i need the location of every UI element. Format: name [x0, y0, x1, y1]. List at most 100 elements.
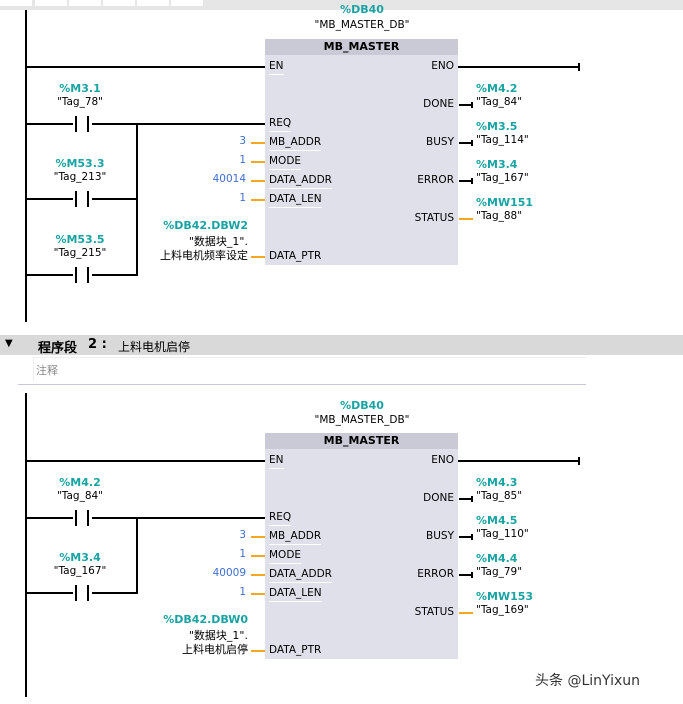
eno-endcap — [578, 63, 580, 71]
data-ptr-address: %DB42.DBW0 — [163, 613, 248, 626]
data-ptr-address: %DB42.DBW2 — [163, 219, 248, 232]
error-tag[interactable]: "Tag_79" — [476, 566, 523, 578]
output-wire — [459, 180, 471, 182]
status-tag[interactable]: "Tag_88" — [476, 210, 523, 222]
const-mb-addr[interactable]: 3 — [239, 135, 246, 147]
busy-address: %M3.5 — [476, 120, 518, 133]
input-wire — [251, 650, 265, 652]
contact-address: %M3.1 — [59, 82, 101, 95]
power-rail — [25, 10, 27, 322]
input-wire — [251, 536, 265, 538]
toolbar-tab[interactable] — [171, 0, 203, 6]
toolbar-tab[interactable] — [35, 0, 67, 6]
output-endcap — [471, 178, 473, 184]
pin-mode: MODE — [269, 155, 302, 170]
req-wire — [25, 517, 73, 519]
block-title: MB_MASTER — [265, 433, 458, 449]
branch-wire — [92, 198, 138, 200]
pin-data-addr: DATA_ADDR — [269, 174, 332, 189]
output-wire — [459, 536, 471, 538]
contact-tag: "Tag_213" — [53, 171, 107, 183]
pin-eno: ENO — [431, 454, 454, 466]
busy-tag[interactable]: "Tag_114" — [476, 134, 529, 146]
pin-data-ptr: DATA_PTR — [269, 644, 322, 656]
const-mode[interactable]: 1 — [239, 154, 246, 166]
instance-db-address: %DB40 — [340, 3, 384, 16]
done-tag[interactable]: "Tag_84" — [476, 96, 523, 108]
divider — [18, 384, 586, 385]
top-toolbar — [0, 0, 683, 10]
output-wire — [459, 612, 473, 614]
status-address: %MW153 — [476, 590, 534, 603]
toolbar-tab[interactable] — [69, 0, 101, 6]
req-wire — [92, 517, 265, 519]
toolbar-tab[interactable] — [137, 0, 169, 6]
contact-address: %M53.3 — [55, 157, 105, 170]
branch-wire — [25, 592, 73, 594]
pin-mode: MODE — [269, 549, 302, 564]
status-address: %MW151 — [476, 196, 534, 209]
output-endcap — [471, 140, 473, 146]
contact-m53-5[interactable] — [72, 267, 92, 283]
req-wire — [25, 123, 73, 125]
data-ptr-member[interactable]: 上料电机启停 — [182, 643, 248, 656]
data-ptr-db[interactable]: "数据块_1". — [188, 235, 248, 248]
network-comment-field[interactable]: 注释 — [33, 357, 587, 382]
pin-en: EN — [269, 454, 284, 469]
toolbar-tab[interactable] — [0, 0, 32, 6]
output-endcap — [471, 102, 473, 108]
pin-req: REQ — [269, 511, 292, 526]
output-endcap — [471, 496, 473, 502]
pin-error: ERROR — [417, 174, 454, 186]
output-endcap — [471, 534, 473, 540]
const-data-addr[interactable]: 40009 — [212, 567, 246, 579]
network-label: 程序段 — [38, 341, 78, 356]
network-title[interactable]: 上料电机启停 — [118, 340, 191, 354]
eno-wire — [458, 460, 578, 462]
busy-tag[interactable]: "Tag_110" — [476, 528, 529, 540]
data-ptr-db[interactable]: "数据块_1". — [188, 629, 248, 642]
mb-master-block[interactable]: MB_MASTER — [265, 39, 458, 265]
pin-status: STATUS — [414, 212, 454, 224]
pin-busy: BUSY — [426, 530, 454, 542]
const-data-addr[interactable]: 40014 — [212, 173, 246, 185]
const-mb-addr[interactable]: 3 — [239, 529, 246, 541]
input-wire — [251, 199, 265, 201]
input-wire — [251, 161, 265, 163]
collapse-triangle-icon[interactable]: ▼ — [5, 338, 13, 349]
error-address: %M4.4 — [476, 552, 518, 565]
input-wire — [251, 574, 265, 576]
contact-address: %M4.2 — [59, 476, 101, 489]
output-wire — [459, 218, 473, 220]
status-tag[interactable]: "Tag_169" — [476, 604, 529, 616]
error-tag[interactable]: "Tag_167" — [476, 172, 529, 184]
contact-m3-1[interactable] — [72, 116, 92, 132]
toolbar-tab[interactable] — [103, 0, 135, 6]
const-data-len[interactable]: 1 — [239, 192, 246, 204]
contact-m3-4[interactable] — [72, 585, 92, 601]
output-wire — [459, 574, 471, 576]
pin-done: DONE — [423, 492, 454, 504]
network-2-header[interactable]: ▼ 程序段 2 : 上料电机启停 — [0, 335, 683, 356]
power-rail — [25, 393, 27, 697]
mb-master-block[interactable]: MB_MASTER — [265, 433, 458, 659]
pin-done: DONE — [423, 98, 454, 110]
pin-req: REQ — [269, 117, 292, 132]
watermark: 头条 @LinYixun — [535, 673, 640, 689]
pin-en: EN — [269, 60, 284, 75]
const-data-len[interactable]: 1 — [239, 586, 246, 598]
done-tag[interactable]: "Tag_85" — [476, 490, 523, 502]
req-wire — [92, 123, 265, 125]
pin-eno: ENO — [431, 60, 454, 72]
contact-address: %M3.4 — [59, 551, 101, 564]
contact-m53-3[interactable] — [72, 191, 92, 207]
input-wire — [251, 256, 265, 258]
contact-tag: "Tag_78" — [56, 96, 104, 108]
contact-m4-2[interactable] — [72, 510, 92, 526]
contact-address: %M53.5 — [55, 233, 105, 246]
const-mode[interactable]: 1 — [239, 548, 246, 560]
contact-tag: "Tag_167" — [53, 565, 107, 577]
output-wire — [459, 142, 471, 144]
data-ptr-member[interactable]: 上料电机频率设定 — [160, 249, 248, 262]
eno-wire — [458, 66, 578, 68]
